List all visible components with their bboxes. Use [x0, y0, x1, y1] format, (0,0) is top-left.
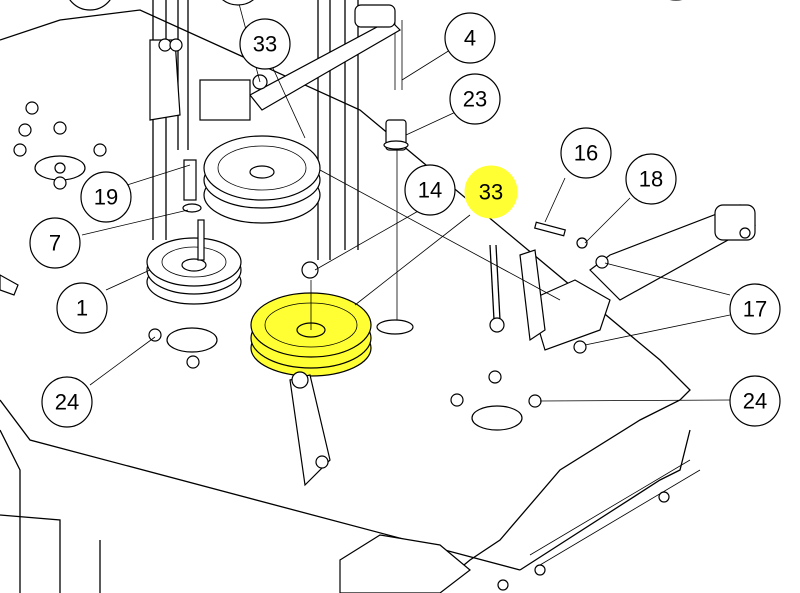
drive-pulley [146, 159, 242, 305]
callout-33-highlighted-label: 33 [479, 180, 503, 205]
upper-arm [149, 4, 409, 151]
callout-18-label: 18 [639, 167, 663, 192]
callout-14[interactable]: 14 [404, 164, 456, 216]
callout-18[interactable]: 18 [625, 153, 677, 205]
callout-24-left-label: 24 [55, 390, 79, 415]
callout-17-label: 17 [743, 297, 767, 322]
callout-33-top-label: 33 [253, 32, 277, 57]
callout-1[interactable]: 1 [56, 282, 108, 334]
callout-23-label: 23 [463, 87, 487, 112]
callout-7-label: 7 [49, 231, 61, 256]
hardware-nuts [0, 74, 609, 593]
leader-lines [81, 0, 731, 402]
callout-17[interactable]: 17 [729, 283, 781, 335]
idler-pulley-highlighted [250, 280, 372, 487]
callout-7[interactable]: 7 [29, 217, 81, 269]
callout-24-left[interactable]: 24 [41, 376, 93, 428]
callout-1-label: 1 [76, 296, 88, 321]
partial-callouts [69, 0, 682, 11]
callout-16-label: 16 [574, 141, 598, 166]
callout-16[interactable]: 16 [560, 127, 612, 179]
callout-24-right-label: 24 [743, 389, 767, 414]
callout-4-label: 4 [464, 26, 476, 51]
callout-4[interactable]: 4 [444, 12, 496, 64]
callout-24-right[interactable]: 24 [729, 375, 781, 427]
idler-pulley-top [203, 135, 321, 224]
deck-plate [0, 9, 701, 593]
callout-14-label: 14 [418, 178, 442, 203]
callout-33-top[interactable]: 33 [239, 18, 291, 70]
callout-19[interactable]: 19 [80, 171, 132, 223]
callout-19-label: 19 [94, 185, 118, 210]
callout-33-highlighted[interactable]: 33 [464, 165, 518, 219]
callout-23[interactable]: 23 [449, 73, 501, 125]
